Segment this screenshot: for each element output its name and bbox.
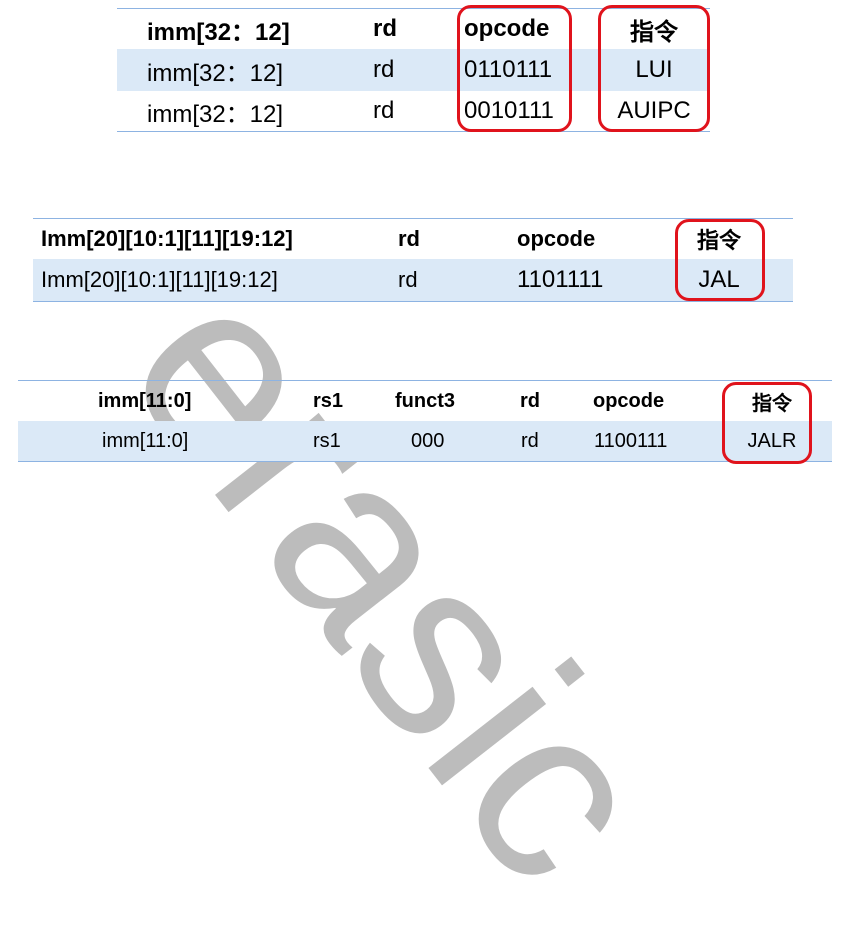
header-opcode: opcode xyxy=(517,226,596,251)
cell-funct3: 000 xyxy=(411,429,445,452)
table-header-row: Imm[20][10:1][11][19:12] rd opcode 指令 xyxy=(33,219,793,259)
header-instruction: 指令 xyxy=(696,228,741,253)
header-rs1: rs1 xyxy=(313,389,344,412)
header-opcode: opcode xyxy=(464,15,550,42)
cell-instruction: LUI xyxy=(635,56,673,83)
cell-instruction: JAL xyxy=(698,266,740,293)
table-u-type: imm[32：12] rd opcode 指令 imm[32：12] rd 01… xyxy=(117,8,710,132)
cell-imm: imm[11:0] xyxy=(102,429,189,452)
header-instruction: 指令 xyxy=(752,392,792,415)
cell-imm: imm[32：12] xyxy=(147,59,284,87)
table-row: Imm[20][10:1][11][19:12] rd 1101111 JAL xyxy=(33,259,793,301)
header-rd: rd xyxy=(373,15,397,42)
table-jalr: imm[11:0] rs1 funct3 rd opcode 指令 imm[11… xyxy=(18,380,832,462)
table-row: imm[11:0] rs1 000 rd 1100111 JALR xyxy=(18,421,832,461)
header-imm: imm[11:0] xyxy=(98,389,192,412)
header-rd: rd xyxy=(520,389,540,412)
header-funct3: funct3 xyxy=(395,389,455,412)
cell-opcode: 0110111 xyxy=(464,56,553,83)
table-jal: Imm[20][10:1][11][19:12] rd opcode 指令 Im… xyxy=(33,218,793,302)
header-imm: imm[32：12] xyxy=(147,18,290,46)
cell-opcode: 1100111 xyxy=(594,429,668,452)
cell-opcode: 1101111 xyxy=(517,266,604,293)
header-opcode: opcode xyxy=(593,389,665,412)
cell-rs1: rs1 xyxy=(313,429,341,452)
cell-rd: rd xyxy=(521,429,539,452)
cell-rd: rd xyxy=(373,97,395,124)
cell-instruction: JALR xyxy=(747,429,797,452)
table-header-row: imm[32：12] rd opcode 指令 xyxy=(117,9,710,49)
cell-opcode: 0010111 xyxy=(464,97,554,124)
cell-rd: rd xyxy=(398,267,418,292)
table-header-row: imm[11:0] rs1 funct3 rd opcode 指令 xyxy=(18,381,832,421)
cell-rd: rd xyxy=(373,56,395,83)
table-row: imm[32：12] rd 0110111 LUI xyxy=(117,49,710,91)
cell-imm: Imm[20][10:1][11][19:12] xyxy=(41,267,278,292)
table-row: imm[32：12] rd 0010111 AUIPC xyxy=(117,91,710,131)
cell-imm: imm[32：12] xyxy=(147,100,284,128)
header-imm: Imm[20][10:1][11][19:12] xyxy=(41,226,293,251)
header-instruction: 指令 xyxy=(630,18,678,46)
header-rd: rd xyxy=(398,226,420,251)
watermark: erasic xyxy=(76,232,708,930)
cell-instruction: AUIPC xyxy=(617,97,691,124)
